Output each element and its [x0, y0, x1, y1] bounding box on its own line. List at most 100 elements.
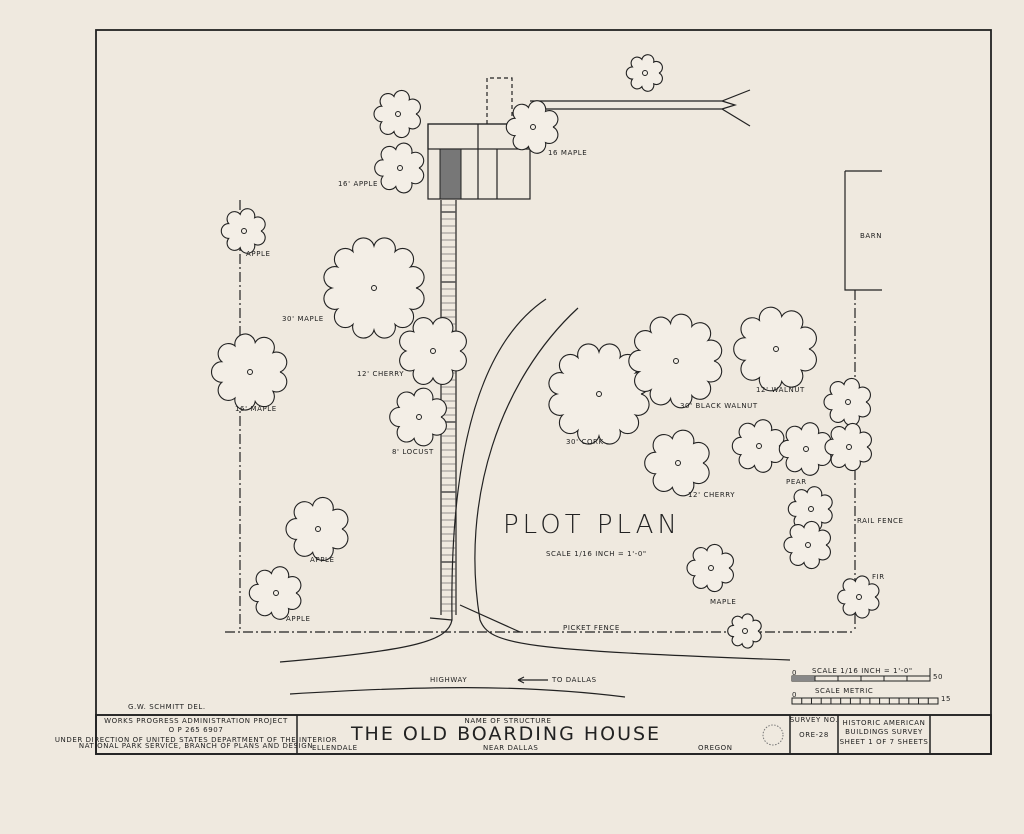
plan-title: PLOT PLAN [503, 510, 681, 540]
highway-line [289, 687, 626, 698]
tree-18 [783, 520, 831, 570]
walk [440, 200, 457, 615]
tree-trunk-icon [247, 369, 253, 375]
label-highway: HIGHWAY [430, 676, 467, 684]
tree-label: 12' WALNUT [756, 386, 805, 394]
svg-text:15: 15 [941, 695, 951, 703]
tree-label: APPLE [246, 250, 271, 258]
survey-number: ORE-28 [799, 731, 829, 739]
tree-23 [837, 575, 880, 619]
tree-7 [211, 333, 288, 411]
tree-label: 12' CHERRY [357, 370, 404, 378]
near: NEAR DALLAS [483, 744, 538, 752]
tree-label: 16' APPLE [338, 180, 378, 188]
tree-16 [824, 422, 872, 472]
tree-label: FIR [872, 573, 885, 581]
svg-text:SCALE 1/16 INCH = 1'-0": SCALE 1/16 INCH = 1'-0" [812, 667, 913, 675]
label-to-dallas: TO DALLAS [551, 676, 597, 684]
tree-label: 16 MAPLE [548, 149, 587, 157]
tree-trunk-icon [846, 444, 852, 450]
svg-text:50: 50 [933, 673, 943, 681]
city: ELLENDALE [312, 744, 358, 752]
tree-14 [731, 419, 785, 473]
tree-trunk-icon [805, 542, 811, 548]
tree-trunk-icon [742, 628, 748, 634]
tree-label: 8' LOCUST [392, 448, 434, 456]
metric-scale-bar: SCALE METRIC 0 15 [791, 687, 951, 705]
tree-21 [686, 543, 734, 593]
tree-15 [778, 422, 832, 476]
survey-label: SURVEY NO. [790, 716, 838, 724]
tree-trunk-icon [416, 414, 422, 420]
tree-11 [733, 306, 817, 392]
tree-trunk-icon [397, 165, 403, 171]
habs-line1: HISTORIC AMERICAN [843, 719, 926, 727]
tree-trunk-icon [773, 346, 779, 352]
state: OREGON [698, 744, 733, 752]
delineator: G.W. SCHMITT DEL. [128, 703, 206, 711]
tree-trunk-icon [675, 460, 681, 466]
tree-trunk-icon [430, 348, 436, 354]
tree-19 [285, 496, 349, 562]
scale-bar: SCALE 1/16 INCH = 1'-0" 0 50 [791, 667, 943, 682]
tree-4 [220, 208, 266, 254]
project-line4: NATIONAL PARK SERVICE, BRANCH OF PLANS A… [79, 742, 313, 750]
tree-label: 30' MAPLE [282, 315, 324, 323]
arrow-to-dallas-icon [517, 676, 548, 684]
drive-east [474, 307, 791, 661]
tree-8 [389, 387, 447, 447]
name-label: NAME OF STRUCTURE [465, 717, 552, 725]
tree-12 [644, 429, 710, 497]
tree-10 [628, 313, 723, 409]
tree-trunk-icon [673, 358, 679, 364]
tree-label: 16' MAPLE [235, 405, 277, 413]
label-barn: BARN [860, 232, 882, 240]
tree-6 [399, 317, 467, 385]
tree-trunk-icon [856, 594, 862, 600]
tree-trunk-icon [371, 285, 377, 291]
habs-line2: BUILDINGS SURVEY [845, 728, 923, 736]
tree-label: 30' CORK [566, 438, 604, 446]
tree-3 [374, 142, 425, 194]
tree-20 [248, 566, 302, 620]
tree-2 [505, 100, 559, 154]
barn [844, 170, 882, 291]
svg-text:SCALE METRIC: SCALE METRIC [815, 687, 873, 695]
tree-trunk-icon [273, 590, 279, 596]
tree-0 [625, 54, 663, 92]
tree-trunk-icon [708, 565, 714, 571]
tree-trunk-icon [596, 391, 602, 397]
tree-17 [787, 486, 833, 532]
tree-1 [373, 89, 421, 139]
tree-label: 12' CHERRY [688, 491, 735, 499]
tree-label: APPLE [310, 556, 335, 564]
tree-label: 30' BLACK WALNUT [680, 402, 758, 410]
tree-label: APPLE [286, 615, 311, 623]
tree-label: MAPLE [710, 598, 736, 606]
tree-trunk-icon [642, 70, 648, 76]
tree-trunk-icon [845, 399, 851, 405]
structure-name: THE OLD BOARDING HOUSE [350, 723, 661, 745]
plan-scale: SCALE 1/16 INCH = 1'-0" [546, 550, 647, 558]
tree-trunk-icon [530, 124, 536, 130]
project-number: O P 265 6907 [169, 726, 224, 734]
tree-5 [323, 237, 425, 339]
tree-trunk-icon [803, 446, 809, 452]
tree-trunk-icon [756, 443, 762, 449]
tree-9 [548, 343, 650, 445]
tree-trunk-icon [241, 228, 247, 234]
project-line3: UNDER DIRECTION OF UNITED STATES DEPARTM… [55, 736, 337, 744]
tree-label: PEAR [786, 478, 807, 486]
project-line1: WORKS PROGRESS ADMINISTRATION PROJECT [104, 717, 288, 725]
seal-icon [762, 724, 784, 746]
svg-text:0: 0 [792, 691, 797, 699]
tree-22 [727, 613, 762, 649]
drive-branch [429, 604, 521, 633]
drive-west [279, 298, 547, 663]
tree-trunk-icon [395, 111, 401, 117]
svg-text:0: 0 [792, 669, 797, 677]
title-block: WORKS PROGRESS ADMINISTRATION PROJECT O … [55, 714, 992, 755]
sheet-number: SHEET 1 OF 7 SHEETS [840, 738, 929, 746]
tree-trunk-icon [315, 526, 321, 532]
